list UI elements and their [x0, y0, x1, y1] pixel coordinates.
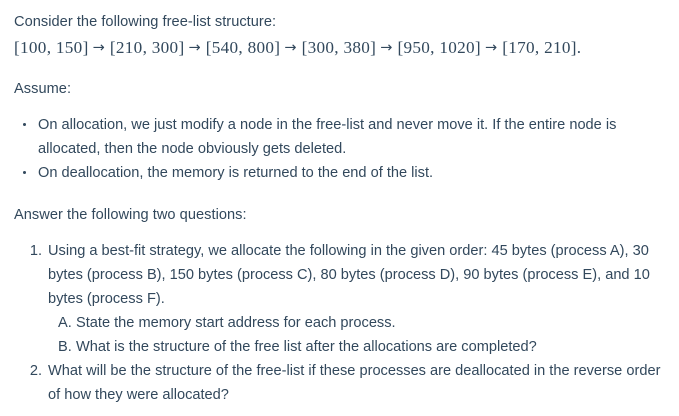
assume-heading: Assume:	[14, 81, 72, 97]
arrow-icon: →	[284, 40, 297, 56]
questions-list: 1. Using a best-fit strategy, we allocat…	[14, 239, 673, 407]
sub-item-marker: A.	[58, 315, 72, 331]
free-list-node-4: [950, 1020]	[397, 38, 481, 57]
free-list-expression: [100, 150]→[210, 300]→[540, 800]→[300, 3…	[14, 36, 673, 61]
answer-heading: Answer the following two questions:	[14, 207, 247, 223]
free-list-node-0: [100, 150]	[14, 38, 89, 57]
sub-item-text: What is the structure of the free list a…	[76, 339, 537, 355]
arrow-icon: →	[92, 40, 105, 56]
free-list-node-2: [540, 800]	[205, 38, 281, 57]
free-list-terminator: .	[576, 38, 582, 57]
sub-item-text: State the memory start address for each …	[76, 315, 396, 331]
question-item-2: 2. What will be the structure of the fre…	[24, 359, 673, 407]
arrow-icon: →	[380, 40, 393, 56]
list-item: On allocation, we just modify a node in …	[14, 113, 673, 161]
question-text: What will be the structure of the free-l…	[48, 363, 661, 403]
sub-item-marker: B.	[58, 339, 72, 355]
question-item-1: 1. Using a best-fit strategy, we allocat…	[24, 239, 673, 359]
arrow-icon: →	[484, 40, 498, 56]
question-marker: 1.	[29, 243, 42, 259]
list-item: On deallocation, the memory is returned …	[14, 161, 673, 185]
question-1-sub-list: A. State the memory start address for ea…	[48, 311, 673, 359]
free-list-node-1: [210, 300]	[109, 38, 185, 57]
free-list-node-3: [300, 380]	[301, 38, 377, 57]
arrow-icon: →	[188, 40, 201, 56]
assumptions-list: On allocation, we just modify a node in …	[14, 113, 673, 185]
sub-item-b: B. What is the structure of the free lis…	[58, 335, 673, 359]
intro-paragraph: Consider the following free-list structu…	[14, 14, 277, 30]
free-list-node-5: [170, 210]	[502, 38, 577, 57]
question-marker: 2.	[29, 363, 42, 379]
question-text: Using a best-fit strategy, we allocate t…	[48, 243, 650, 307]
sub-item-a: A. State the memory start address for ea…	[58, 311, 673, 335]
